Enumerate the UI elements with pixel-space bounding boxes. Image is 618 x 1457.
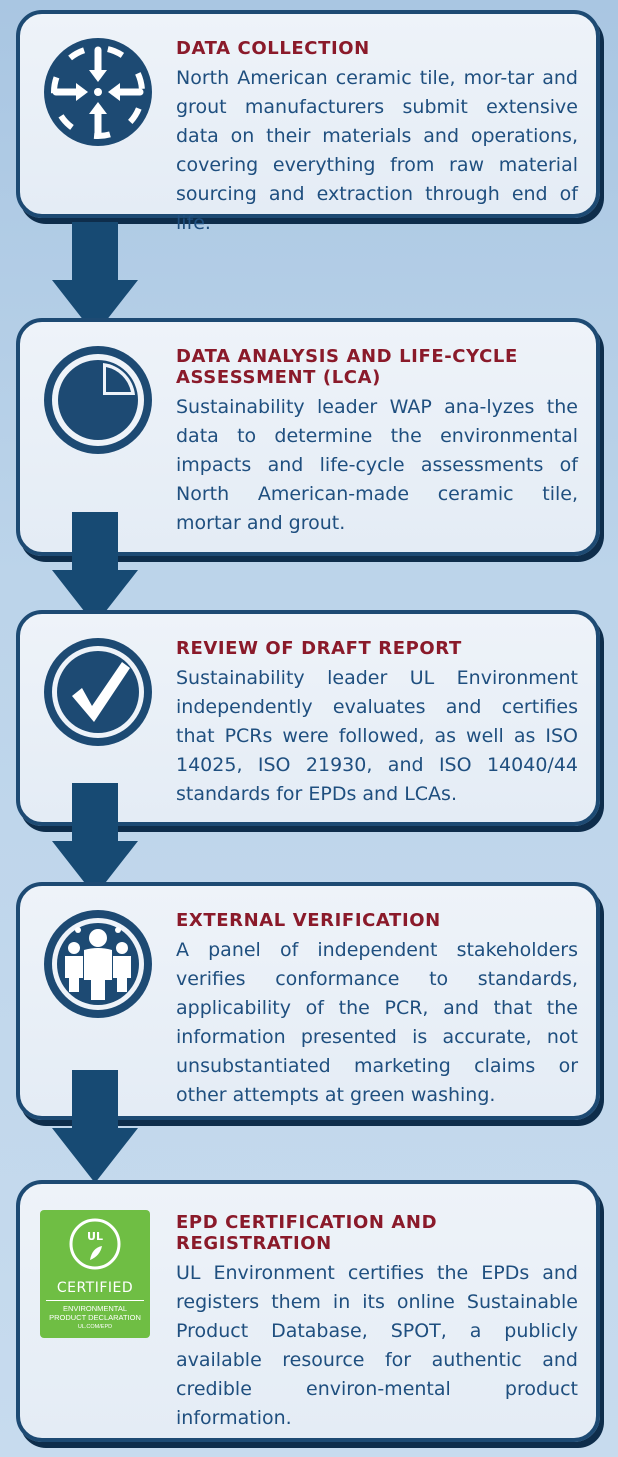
step-description: A panel of independent stakeholders veri… (176, 939, 578, 1106)
arrow-down-icon (52, 1070, 138, 1183)
badge-url: UL.COM/EPD (77, 1324, 113, 1330)
ul-logo-icon: UL (69, 1218, 121, 1270)
step-description: UL Environment certifies the EPDs and re… (176, 1262, 578, 1429)
badge-subtitle-line2: PRODUCT DECLARATION (49, 1313, 141, 1322)
arrow-down-icon (52, 512, 138, 625)
step-title: DATA COLLECTION (176, 38, 370, 59)
converge-arrows-icon (42, 36, 154, 148)
step-title: EXTERNAL VERIFICATION (176, 910, 441, 931)
badge-certified-label: CERTIFIED (56, 1280, 134, 1296)
step-external-verification: EXTERNAL VERIFICATION A panel of indepen… (16, 882, 600, 1120)
step-description: Sustainability leader UL Environment ind… (176, 667, 578, 805)
ul-mark: UL (87, 1230, 103, 1243)
people-group-icon (42, 908, 154, 1020)
step-title: REVIEW OF DRAFT REPORT (176, 638, 462, 659)
badge-divider (46, 1300, 144, 1301)
step-data-collection: DATA COLLECTION North American ceramic t… (16, 10, 600, 234)
checkmark-icon (42, 636, 154, 748)
step-description: North American ceramic tile, mor-tar and… (176, 67, 578, 234)
badge-subtitle-line1: ENVIRONMENTAL (62, 1304, 128, 1313)
step-epd-certification-registration: UL CERTIFIED ENVIRONMENTAL PRODUCT DECLA… (16, 1180, 600, 1442)
badge-subtitle: ENVIRONMENTAL PRODUCT DECLARATION (40, 1304, 150, 1322)
step-description: Sustainability leader WAP ana-lyzes the … (176, 396, 578, 534)
arrow-down-icon (52, 783, 138, 896)
step-review-draft-report: REVIEW OF DRAFT REPORT Sustainability le… (16, 610, 600, 826)
step-title: EPD CERTIFICATION AND REGISTRATION (176, 1212, 438, 1254)
ul-certified-badge: UL CERTIFIED ENVIRONMENTAL PRODUCT DECLA… (40, 1210, 150, 1338)
arrow-down-icon (52, 222, 138, 335)
step-title: DATA ANALYSIS AND LIFE-CYCLE ASSESSMENT … (176, 346, 518, 388)
step-data-analysis-lca: DATA ANALYSIS AND LIFE-CYCLE ASSESSMENT … (16, 318, 600, 556)
pie-chart-icon (42, 344, 154, 456)
